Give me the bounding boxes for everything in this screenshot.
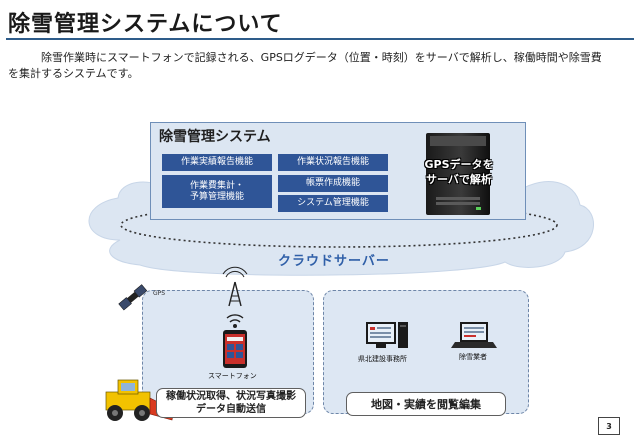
- antenna-tower-icon: [222, 266, 248, 307]
- function-status-report: 作業状況報告機能: [278, 154, 388, 171]
- office-label: 県北建設事務所: [358, 355, 407, 363]
- field-caption-line-1: 稼働状況取得、状況写真撮影: [166, 391, 296, 402]
- server-label-line-2: サーバで解析: [426, 173, 492, 186]
- server-icon: [426, 133, 490, 215]
- function-system-admin-label: システム管理機能: [297, 198, 369, 208]
- field-caption: 稼働状況取得、状況写真撮影 データ自動送信: [156, 388, 306, 418]
- system-title: 除雪管理システム: [159, 129, 271, 145]
- server-slot: [436, 202, 480, 205]
- function-form-creation-label: 帳票作成機能: [305, 178, 360, 188]
- function-budget-label-1: 作業費集計・: [189, 180, 244, 191]
- function-system-admin: システム管理機能: [278, 195, 388, 212]
- server-slot: [436, 197, 480, 200]
- office-caption: 地図・実績を閲覧編集: [346, 392, 506, 416]
- smartphone-icon: [223, 330, 247, 368]
- cloud-dotted-ring: [120, 202, 558, 248]
- page-title: 除雪管理システムについて: [8, 12, 283, 37]
- server-led: [476, 207, 481, 210]
- function-budget: 作業費集計・ 予算管理機能: [162, 175, 272, 208]
- function-status-report-label: 作業状況報告機能: [296, 157, 369, 167]
- contractor-label: 除雪業者: [459, 353, 487, 361]
- desktop-computer-icon: [366, 322, 408, 348]
- satellite-icon: [118, 284, 148, 311]
- title-divider: [6, 38, 634, 40]
- field-caption-line-2: データ自動送信: [196, 404, 266, 415]
- wifi-icon: [226, 314, 244, 329]
- page-number: 3: [598, 417, 620, 435]
- smartphone-label: スマートフォン: [208, 372, 257, 380]
- function-work-report: 作業実績報告機能: [162, 154, 272, 171]
- function-work-report-label: 作業実績報告機能: [180, 157, 253, 167]
- gps-label: GPS: [153, 290, 166, 297]
- server-top-panel: [430, 136, 486, 146]
- laptop-icon: [451, 322, 497, 348]
- function-budget-label-2: 予算管理機能: [189, 191, 244, 202]
- page-description: 除雪作業時にスマートフォンで記録される、GPSログデータ（位置・時刻）をサーバで…: [8, 51, 602, 80]
- server-label-line-1: GPSデータを: [424, 158, 494, 171]
- cloud-label: クラウドサーバー: [278, 254, 390, 269]
- function-form-creation: 帳票作成機能: [278, 175, 388, 192]
- server-label: GPSデータを サーバで解析: [418, 157, 500, 187]
